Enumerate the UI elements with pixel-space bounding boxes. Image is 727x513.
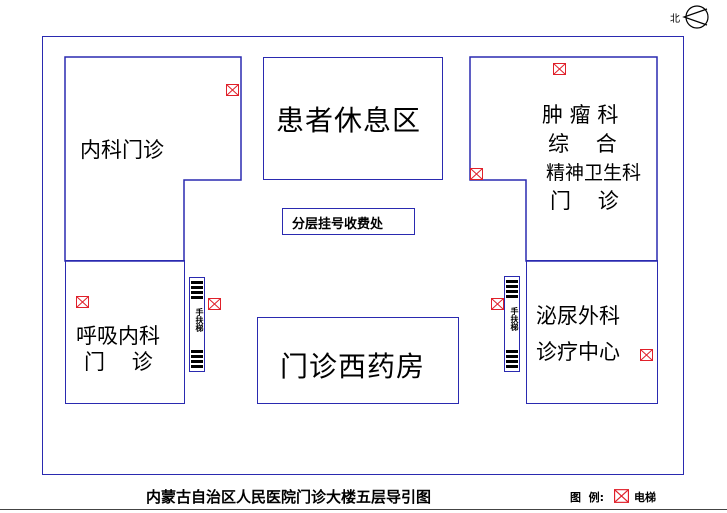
elevator-icon [226, 84, 239, 96]
legend-item-label: 电梯 [634, 491, 656, 504]
compass: 北 [670, 4, 710, 30]
pharmacy-label: 门诊西药房 [280, 350, 426, 383]
map-title: 内蒙古自治区人民医院门诊大楼五层导引图 [146, 488, 432, 506]
tumor-label-line2: 综 合 [548, 132, 617, 156]
respiratory-label-line1: 呼吸内科 [76, 324, 160, 348]
registration-desk[interactable] [282, 208, 415, 235]
urology-label-line2: 诊疗中心 [536, 340, 620, 364]
compass-label: 北 [670, 14, 680, 25]
pharmacy-room[interactable] [257, 317, 459, 404]
patient-rest-room[interactable] [263, 57, 443, 180]
elevator-icon [614, 489, 629, 503]
respiratory-label-line2: 门 诊 [84, 350, 153, 374]
urology-label-line1: 泌尿外科 [536, 304, 620, 328]
bottom-divider [0, 509, 727, 510]
north-arrow-icon [682, 5, 709, 29]
respiratory-room[interactable] [65, 260, 185, 404]
escalator-left-label: 手扶梯 [195, 308, 204, 332]
legend-label: 图 例: [570, 491, 605, 504]
internal-medicine-label: 内科门诊 [80, 138, 164, 162]
tumor-label-line3: 精神卫生科 [546, 162, 642, 184]
tumor-label-line4: 门 诊 [550, 189, 619, 213]
escalator-right-label: 手扶梯 [510, 307, 519, 331]
escalator-right[interactable]: 手扶梯 [504, 276, 520, 372]
elevator-icon [208, 298, 221, 310]
elevator-icon [491, 298, 504, 310]
tumor-label-line1: 肿 瘤 科 [542, 103, 619, 127]
patient-rest-label: 患者休息区 [276, 104, 422, 137]
escalator-left[interactable]: 手扶梯 [189, 277, 205, 372]
urology-room[interactable] [526, 260, 658, 404]
elevator-icon [76, 296, 89, 308]
building-outline [42, 36, 684, 475]
elevator-icon [640, 349, 653, 361]
registration-label: 分层挂号收费处 [292, 217, 384, 232]
elevator-icon [470, 168, 483, 180]
elevator-icon [553, 63, 566, 75]
